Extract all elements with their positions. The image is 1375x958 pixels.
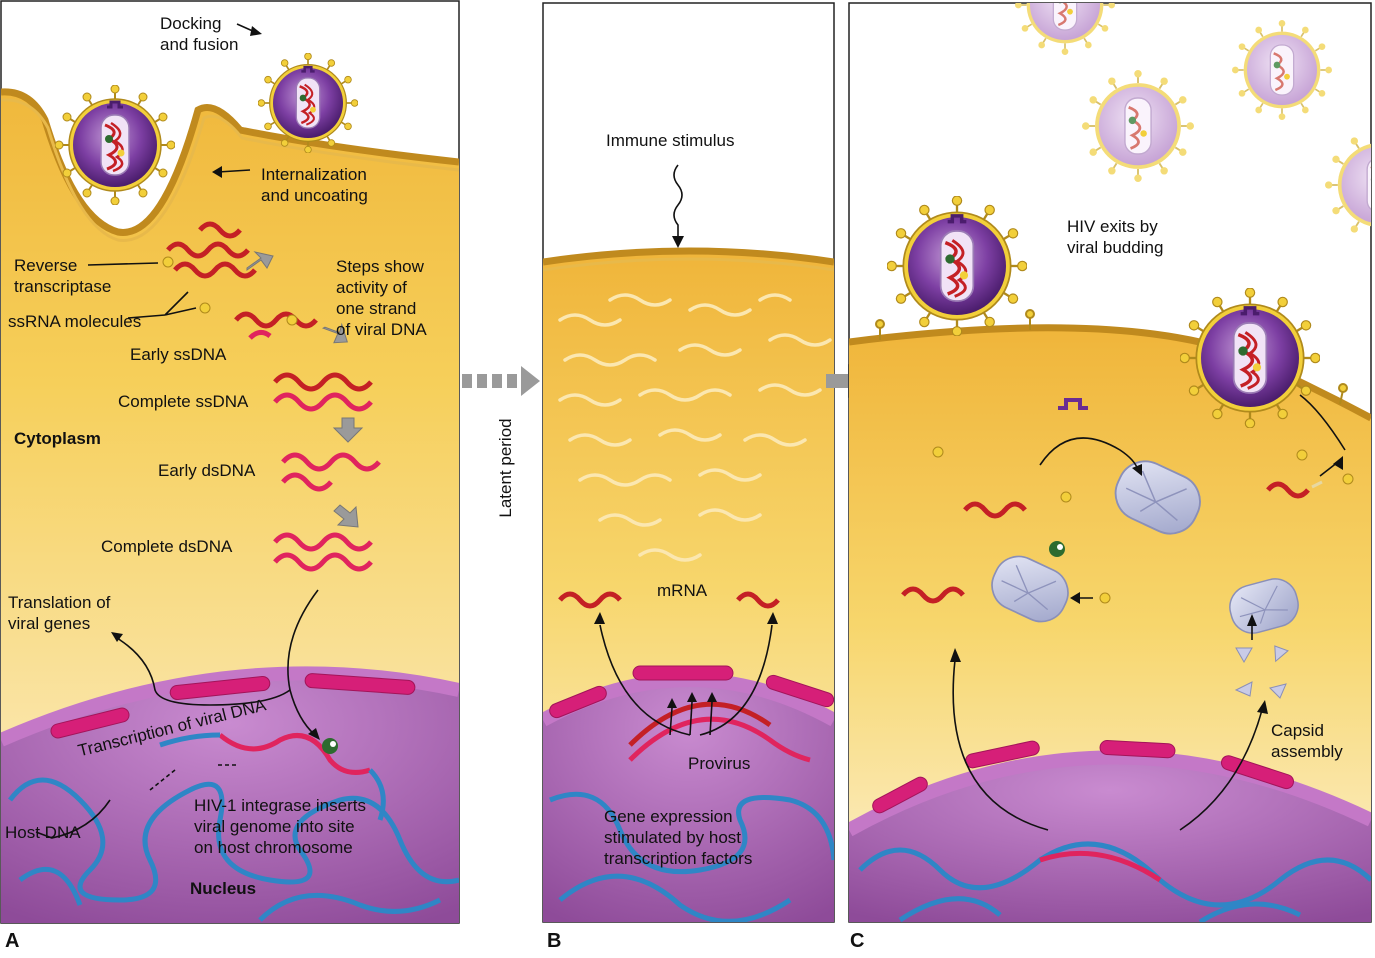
panel-a xyxy=(0,0,460,924)
label-integrase: HIV-1 integrase inserts viral genome int… xyxy=(194,796,366,857)
label-complete-ssdna: Complete ssDNA xyxy=(118,392,249,411)
label-steps-note: Steps show activity of one strand of vir… xyxy=(336,257,427,339)
label-immune-stimulus: Immune stimulus xyxy=(606,131,735,150)
label-gene-expression: Gene expression stimulated by host trans… xyxy=(604,807,753,868)
label-cytoplasm: Cytoplasm xyxy=(14,429,101,448)
label-early-ssdna: Early ssDNA xyxy=(130,345,227,364)
panel-letter-b: B xyxy=(547,930,562,952)
label-docking-fusion: Docking and fusion xyxy=(160,14,239,54)
panel-letter-c: C xyxy=(850,930,865,952)
label-host-dna: Host DNA xyxy=(5,823,81,842)
label-latent-period: Latent period xyxy=(496,418,515,518)
panel-letter-a: A xyxy=(5,930,20,952)
panel-b xyxy=(542,2,835,923)
label-mrna: mRNA xyxy=(657,581,708,600)
label-complete-dsdna: Complete dsDNA xyxy=(101,537,233,556)
latent-period-arrow xyxy=(462,366,540,396)
label-provirus: Provirus xyxy=(688,754,751,773)
label-nucleus: Nucleus xyxy=(190,879,257,898)
label-reverse-transcriptase: Reverse transcriptase xyxy=(14,256,112,296)
label-internalization: Internalization and uncoating xyxy=(261,165,368,205)
label-hiv-exits: HIV exits by viral budding xyxy=(1067,217,1164,257)
label-translation: Translation of viral genes xyxy=(8,593,111,633)
label-early-dsdna: Early dsDNA xyxy=(158,461,256,480)
process-arrow-icon xyxy=(246,251,364,528)
label-ssrna-molecules: ssRNA molecules xyxy=(8,312,142,331)
label-capsid-assembly: Capsid assembly xyxy=(1271,721,1343,761)
panel-c xyxy=(848,2,1372,923)
